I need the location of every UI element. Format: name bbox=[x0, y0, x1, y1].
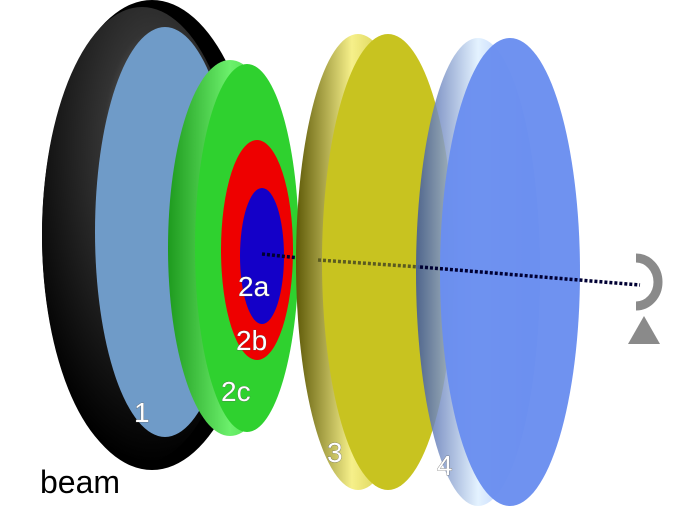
layer-2a-core bbox=[240, 188, 284, 324]
label-4: 4 bbox=[437, 450, 453, 481]
beam-line-outer bbox=[419, 265, 641, 287]
label-2c: 2c bbox=[221, 376, 251, 407]
beam-line-middle bbox=[317, 258, 421, 269]
layer-2-disc bbox=[168, 60, 299, 436]
label-3: 3 bbox=[327, 437, 343, 468]
eye-icon bbox=[628, 253, 663, 344]
label-2a: 2a bbox=[238, 271, 270, 302]
label-2b: 2b bbox=[236, 325, 267, 356]
label-beam: beam bbox=[40, 464, 120, 500]
label-1: 1 bbox=[134, 397, 150, 428]
layer-4-disc bbox=[416, 38, 580, 506]
